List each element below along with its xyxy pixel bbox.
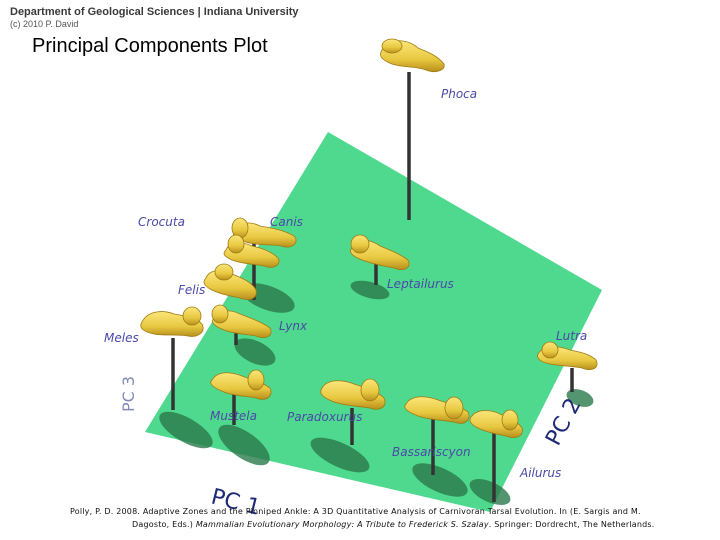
shadow-ailurus: [469, 479, 511, 505]
bone-mustela: [210, 369, 272, 400]
label-bassariscyon: Bassariscyon: [392, 445, 471, 459]
bone-crocuta: [223, 234, 280, 268]
department-name: Department of Geological Sciences | Indi…: [10, 6, 299, 18]
axis-label-pc3: PC 3: [119, 376, 138, 412]
citation-editors: Dagosto, Eds.): [132, 520, 196, 529]
citation-line-1: Polly, P. D. 2008. Adaptive Zones and th…: [70, 507, 641, 516]
label-ailurus: Ailurus: [519, 466, 561, 480]
axis-label-pc2: PC 2: [541, 394, 586, 450]
shadow-lynx: [234, 338, 276, 366]
bone-bassariscyon: [404, 396, 470, 424]
shadow-bassariscyon: [412, 463, 468, 497]
citation-line-2: Dagosto, Eds.) Mammalian Evolutionary Mo…: [70, 518, 710, 531]
stems: [171, 72, 574, 502]
bone-meles: [140, 306, 204, 337]
bones: [140, 38, 598, 438]
citation-book-title: Mammalian Evolutionary Morphology: A Tri…: [195, 520, 489, 529]
label-crocuta: Crocuta: [138, 215, 185, 229]
label-mustela: Mustela: [210, 409, 257, 423]
label-phoca: Phoca: [441, 87, 477, 101]
shadow-lutra: [566, 389, 594, 407]
citation: Polly, P. D. 2008. Adaptive Zones and th…: [70, 505, 710, 531]
bone-lynx: [211, 304, 272, 338]
label-lutra: Lutra: [556, 329, 587, 343]
shadow-paradoxurus: [310, 437, 370, 473]
label-felis: Felis: [178, 283, 205, 297]
label-paradoxurus: Paradoxurus: [287, 410, 362, 424]
header: Department of Geological Sciences | Indi…: [10, 6, 299, 30]
label-leptailurus: Leptailurus: [387, 277, 454, 291]
bone-phoca: [380, 38, 445, 72]
label-lynx: Lynx: [279, 319, 308, 333]
bone-felis: [203, 263, 257, 300]
page-title: Principal Components Plot: [32, 35, 268, 57]
bone-leptailurus: [350, 234, 410, 270]
label-meles: Meles: [104, 331, 139, 345]
bone-paradoxurus: [320, 378, 386, 410]
shadow-leptailurus: [350, 280, 390, 300]
citation-publisher: . Springer: Dordrecht, The Netherlands.: [488, 520, 655, 529]
shadow-mustela: [218, 424, 270, 466]
bone-lutra: [537, 341, 598, 370]
label-canis: Canis: [270, 215, 303, 229]
bone-ailurus: [469, 409, 523, 438]
shadow-meles: [159, 411, 213, 449]
copyright: (c) 2010 P. David: [10, 19, 79, 29]
